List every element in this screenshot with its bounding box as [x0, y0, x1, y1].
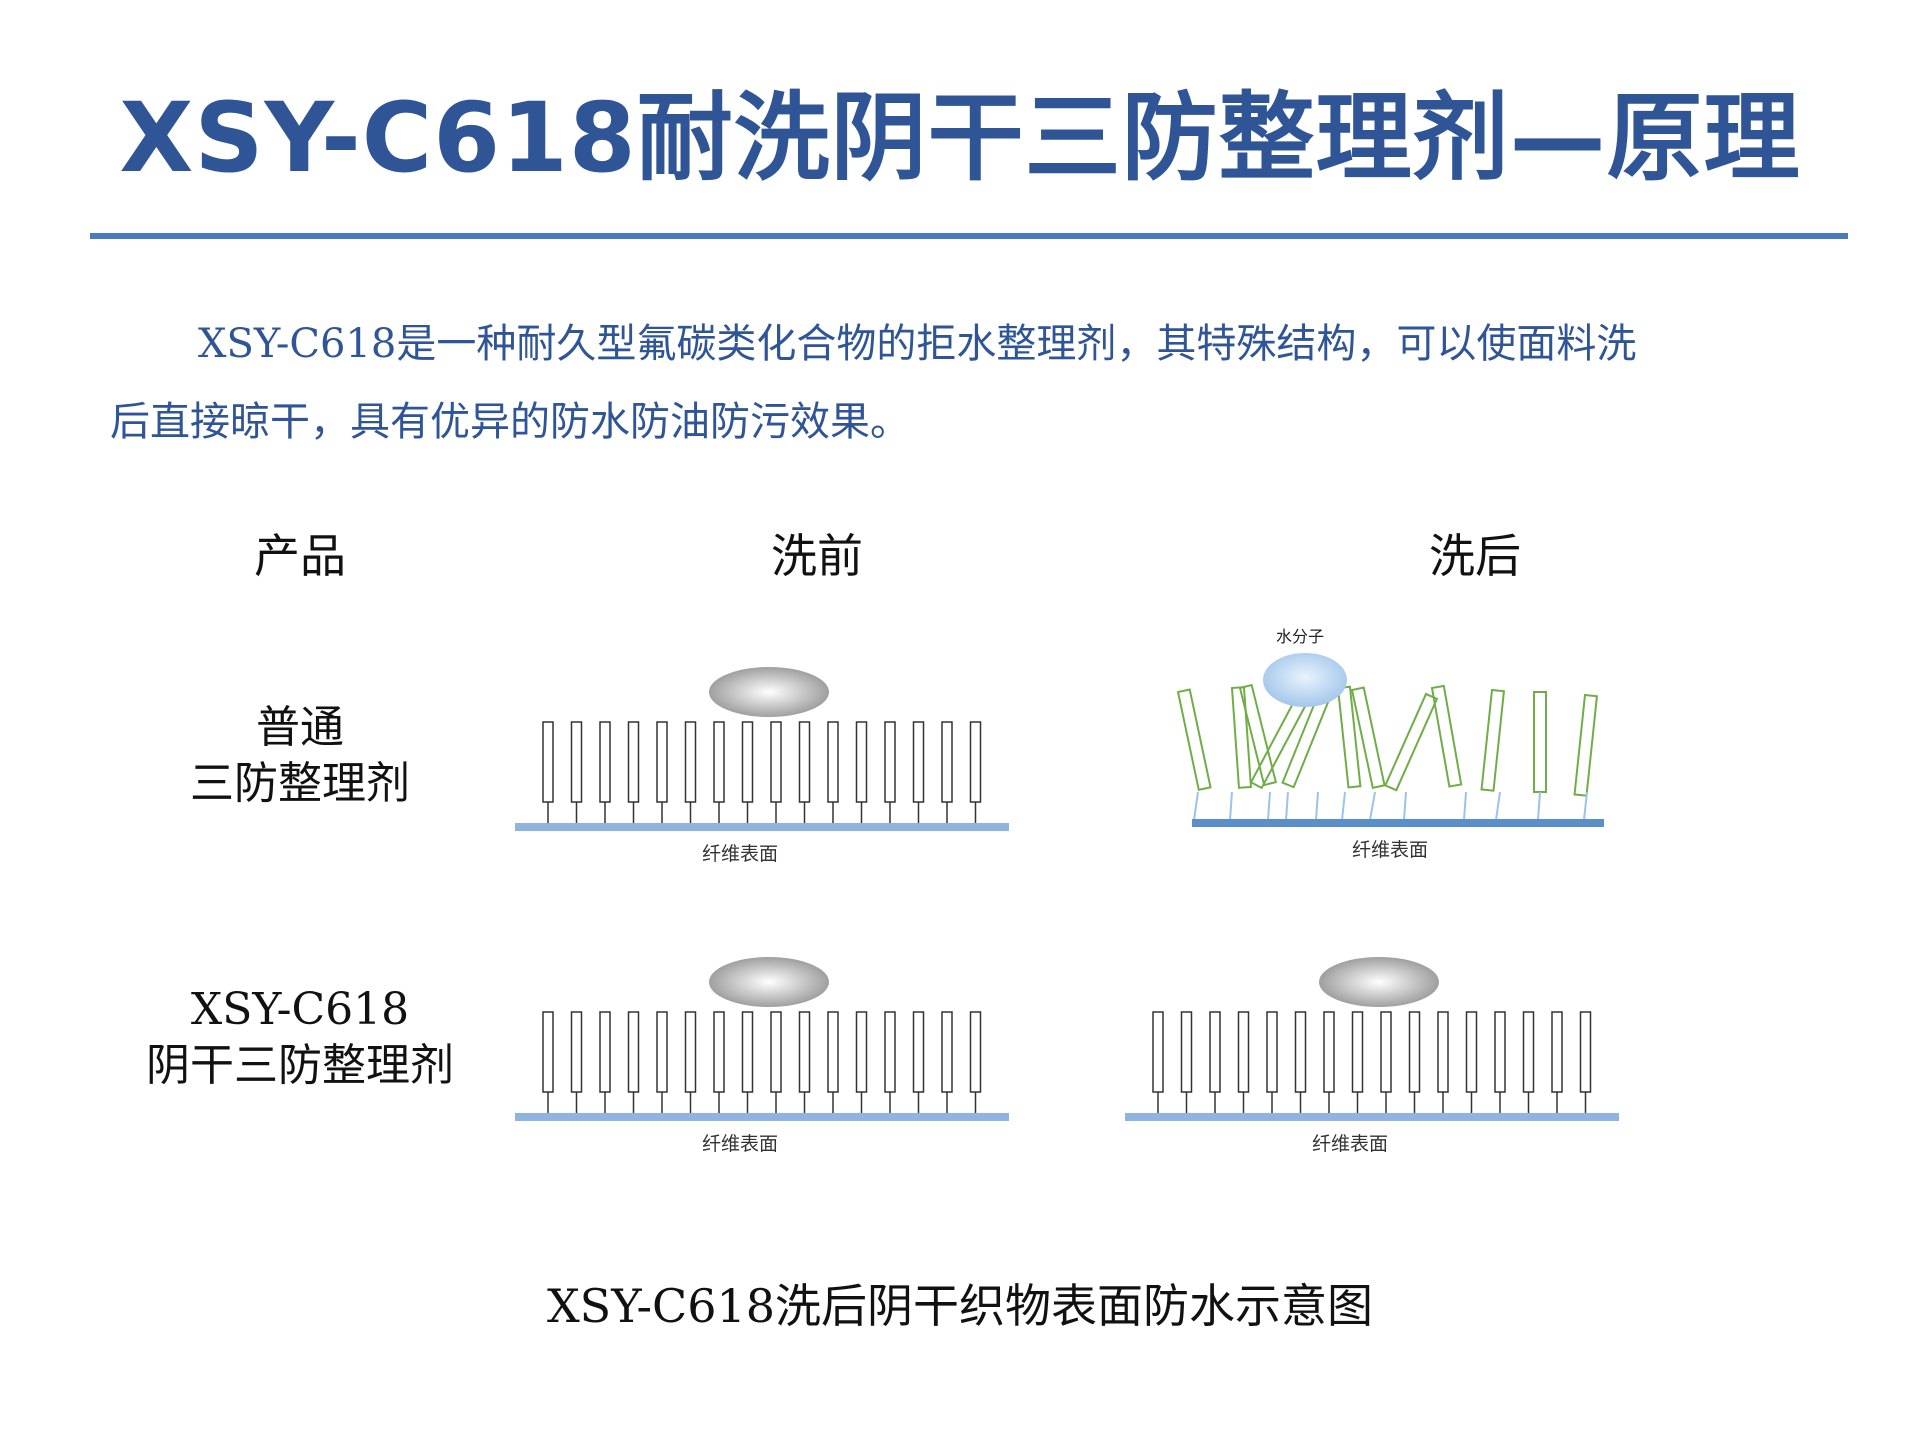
upright-fibers [542, 721, 982, 823]
fiber [627, 721, 640, 803]
fiber [627, 1011, 640, 1093]
row-label-xsy-line-1: XSY-C618 [190, 984, 410, 1035]
fiber [941, 721, 953, 803]
fiber [912, 1011, 925, 1093]
fiber [1237, 1011, 1250, 1093]
fiber-surface-bar [1192, 819, 1604, 827]
fiber-surface-label: 纤维表面 [702, 1133, 778, 1155]
fiber [1579, 1011, 1592, 1093]
fiber [1551, 1011, 1563, 1093]
fiber [599, 721, 611, 803]
fiber [713, 1011, 725, 1093]
intro-line-1: XSY-C618是一种耐久型氟碳类化合物的拒水整理剂，其特殊结构，可以使面料洗 [198, 321, 1637, 367]
fiber [1533, 691, 1547, 793]
water-droplet [709, 957, 829, 1007]
fiber [1323, 1011, 1335, 1093]
fiber-surface-label: 纤维表面 [702, 843, 778, 865]
fiber [1351, 1011, 1364, 1093]
intro-paragraph: XSY-C618是一种耐久型氟碳类化合物的拒水整理剂，其特殊结构，可以使面料洗 … [110, 305, 1710, 461]
fiber [941, 1011, 953, 1093]
page-title: XSY-C618耐洗阴干三防整理剂—原理 [119, 82, 1801, 194]
diagram-xsy-before-wash: 纤维表面 [515, 957, 1009, 1155]
column-header-product: 产品 [254, 529, 346, 583]
fiber [1238, 683, 1278, 787]
fiber [713, 721, 725, 803]
fiber [770, 1011, 782, 1093]
row-label-standard-line-2: 三防整理剂 [190, 758, 410, 809]
fiber [969, 721, 982, 803]
collapsed-fibers [1176, 683, 1599, 797]
row-label-xsy: XSY-C618 阴干三防整理剂 [90, 982, 510, 1094]
diagram-standard-before-wash: 纤维表面 [515, 667, 1009, 865]
fiber-surface-label: 纤维表面 [1312, 1133, 1388, 1155]
water-molecule-droplet [1263, 653, 1347, 707]
fiber [656, 1011, 668, 1093]
fiber [542, 721, 554, 803]
upright-fibers [1152, 1011, 1592, 1113]
fiber [1176, 688, 1212, 792]
title-divider [90, 233, 1848, 239]
row-label-standard: 普通 三防整理剂 [90, 700, 510, 812]
fiber [1336, 685, 1362, 789]
column-header-before-wash: 洗前 [771, 529, 863, 583]
upright-fibers [542, 1011, 982, 1113]
intro-line-2: 后直接晾干，具有优异的防水防油防污效果。 [110, 399, 910, 445]
row-label-xsy-line-2: 阴干三防整理剂 [146, 1040, 454, 1091]
fiber [1522, 1011, 1535, 1093]
fiber [1408, 1011, 1421, 1093]
fiber [1494, 1011, 1506, 1093]
column-header-after-wash: 洗后 [1429, 529, 1521, 583]
fiber [741, 721, 754, 803]
fiber [855, 1011, 868, 1093]
fiber [599, 1011, 611, 1093]
fiber-surface-bar [515, 823, 1009, 831]
fiber-surface-bar [1125, 1113, 1619, 1121]
figure-caption: XSY-C618洗后阴干织物表面防水示意图 [546, 1279, 1374, 1333]
fiber [969, 1011, 982, 1093]
fiber [1380, 1011, 1392, 1093]
fiber [1437, 1011, 1449, 1093]
water-droplet [709, 667, 829, 717]
fiber [1266, 1011, 1278, 1093]
fiber [570, 1011, 583, 1093]
fiber [1465, 1011, 1478, 1093]
fiber [1230, 686, 1253, 789]
diagram-xsy-after-wash: 纤维表面 [1125, 957, 1619, 1155]
fiber [884, 721, 896, 803]
fiber [542, 1011, 554, 1093]
fiber [656, 721, 668, 803]
diagram-standard-after-wash: 水分子 纤维表面 [1176, 627, 1604, 861]
row-label-standard-line-1: 普通 [256, 702, 344, 753]
fiber [827, 721, 839, 803]
fiber [912, 721, 925, 803]
fiber [1384, 692, 1439, 792]
fiber [1573, 693, 1599, 797]
fiber-stems [1193, 791, 1588, 821]
fiber [1209, 1011, 1221, 1093]
fiber [570, 721, 583, 803]
fiber [1152, 1011, 1164, 1093]
fiber [855, 721, 868, 803]
water-molecule-label: 水分子 [1276, 627, 1324, 646]
fiber [1480, 688, 1506, 792]
fiber [798, 721, 811, 803]
fiber [770, 721, 782, 803]
fiber [1180, 1011, 1193, 1093]
fiber [884, 1011, 896, 1093]
fiber [1350, 686, 1386, 790]
fiber [684, 1011, 697, 1093]
fiber [684, 721, 697, 803]
fiber [741, 1011, 754, 1093]
fiber [798, 1011, 811, 1093]
fiber [827, 1011, 839, 1093]
fiber [1294, 1011, 1307, 1093]
fiber-surface-label: 纤维表面 [1352, 839, 1428, 861]
fiber [1430, 684, 1463, 788]
water-droplet [1319, 957, 1439, 1007]
fiber-surface-bar [515, 1113, 1009, 1121]
